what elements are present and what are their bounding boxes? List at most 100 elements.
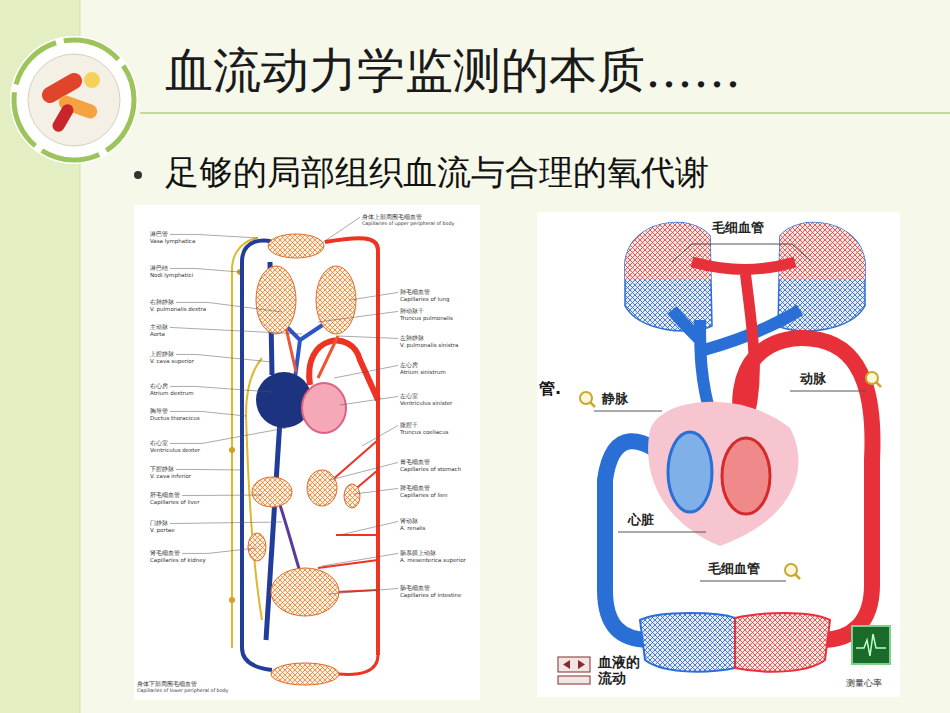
latin-name: Ductus thoracicus xyxy=(150,415,200,421)
leader-line xyxy=(170,327,302,334)
latin-name: Capillaries of stomach xyxy=(400,466,461,472)
part-name: 肾毛细血管 xyxy=(150,550,180,557)
heart-rate-icon xyxy=(852,626,890,664)
bullet-text: 足够的局部组织血流与合理的氧代谢 xyxy=(165,153,709,192)
magnifier-icon-part-part xyxy=(876,382,881,387)
leader-line xyxy=(322,217,360,243)
systemic-circulation-chart-part xyxy=(256,266,296,334)
part-name: 肝毛细血管 xyxy=(150,492,180,499)
latin-name: Capillaries of liver xyxy=(150,499,199,505)
latin-name: Capillaries of lien xyxy=(400,492,447,498)
blood-flow-chart-part xyxy=(640,613,735,672)
part-label: 毛细血管 xyxy=(712,221,764,236)
systemic-circulation-chart-part xyxy=(344,484,360,508)
magnifier-icon-part-part xyxy=(590,402,595,407)
part-name: 肺动脉干 xyxy=(400,308,424,315)
systemic-circulation-chart-part xyxy=(252,477,292,507)
part-name: 胸导管 xyxy=(150,408,168,415)
latin-name: Atrium sinistrum xyxy=(400,369,446,375)
leader-line xyxy=(176,469,242,471)
latin-name: Atrium dextrum xyxy=(150,390,194,396)
leader-line xyxy=(338,336,398,338)
magnifier-icon-part xyxy=(866,372,881,387)
magnifier-icon xyxy=(580,372,881,579)
systemic-circulation-chart-part xyxy=(307,470,337,506)
leader-line xyxy=(340,521,398,535)
leader-line xyxy=(318,311,398,322)
heart-rate-icon-part xyxy=(852,626,890,664)
part-name: 腹腔干 xyxy=(400,422,418,429)
part-name: 淋巴结 xyxy=(150,265,168,272)
leader-line xyxy=(328,588,398,594)
magnifier-icon-part xyxy=(580,392,595,407)
bullet-dot-part xyxy=(134,171,142,179)
systemic-circulation-chart-part xyxy=(229,447,235,453)
part-name: 胃毛细血管 xyxy=(400,459,430,466)
leader-line xyxy=(322,553,398,566)
latin-name: Nodi lymphatici xyxy=(150,272,193,278)
slide-background-part xyxy=(140,112,950,114)
leader-line xyxy=(340,396,398,405)
leader-line xyxy=(170,522,282,523)
systemic-circulation-chart-part xyxy=(248,533,266,561)
systemic-circulation-chart-part xyxy=(280,505,300,572)
latin-name: V. portae xyxy=(150,527,175,533)
part-name: 淋巴管 xyxy=(150,231,168,238)
capsule-icon-part xyxy=(84,72,100,88)
part-name: 门静脉 xyxy=(150,520,168,527)
playback-buttons xyxy=(558,657,590,684)
button-caption: 血液的 流动 xyxy=(598,654,644,686)
part-name: 左心房 xyxy=(400,362,418,369)
part-name: 主动脉 xyxy=(150,324,168,331)
latin-name: V. cava inferior xyxy=(150,473,191,479)
systemic-circulation-chart-part xyxy=(318,440,378,592)
part-name: 肠毛细血管 xyxy=(400,585,430,592)
capsule-icon-part xyxy=(50,102,75,134)
latin-name: V. cava superior xyxy=(150,358,194,364)
leader-line xyxy=(182,548,256,553)
part-label: 心脏 xyxy=(628,513,654,528)
systemic-circulation-chart-part xyxy=(271,568,339,616)
latin-name: Capillaries of kidney xyxy=(150,557,206,563)
leader-lines-part xyxy=(594,411,662,412)
leader-line xyxy=(170,268,240,272)
part-label: 毛细血管 xyxy=(708,562,760,577)
latin-name: Capillaries of intestine xyxy=(400,592,461,598)
icon-caption: 测量心率 xyxy=(846,678,882,688)
leader-line xyxy=(170,234,258,238)
leader-lines-part xyxy=(700,581,786,582)
leader-line xyxy=(182,495,262,496)
systemic-circulation-chart-part xyxy=(134,205,480,700)
systemic-circulation-chart-part xyxy=(268,234,324,258)
playback-buttons-part xyxy=(558,676,590,684)
blood-flow-chart-part xyxy=(735,613,830,672)
playback-buttons-part xyxy=(563,660,585,669)
part-name: 脾毛细血管 xyxy=(400,485,430,492)
systemic-circulation-chart-part xyxy=(338,655,378,674)
part-name: 左肺静脉 xyxy=(400,335,424,342)
latin-name: Aorta xyxy=(150,331,165,337)
latin-name: Capillaries of lung xyxy=(400,296,449,302)
latin-name: Capillaries of upper peripheral of body xyxy=(362,221,454,227)
latin-name: V. pulmonalis dextra xyxy=(150,306,206,312)
part-label: 静脉 xyxy=(602,392,628,407)
blood-flow-chart-part xyxy=(625,223,712,280)
blood-flow-chart-part xyxy=(668,432,712,512)
latin-name: Truncus coeliacus xyxy=(400,429,448,435)
part-name: 右心室 xyxy=(150,440,168,447)
systemic-circulation-chart-part xyxy=(232,238,258,648)
leader-line xyxy=(334,365,398,378)
magnifier-icon-part xyxy=(785,564,800,579)
part-name: 肾动脉 xyxy=(400,518,418,525)
latin-name: A. renalis xyxy=(400,525,425,531)
leader-line xyxy=(354,488,398,494)
latin-name: A. mesenterica superior xyxy=(400,557,466,563)
latin-name: Vasa lymphatica xyxy=(150,238,195,244)
part-label: 动脉 xyxy=(800,372,826,387)
blood-flow-chart-part xyxy=(648,402,798,546)
part-name: 身体上部周围毛细血管 xyxy=(362,214,422,220)
